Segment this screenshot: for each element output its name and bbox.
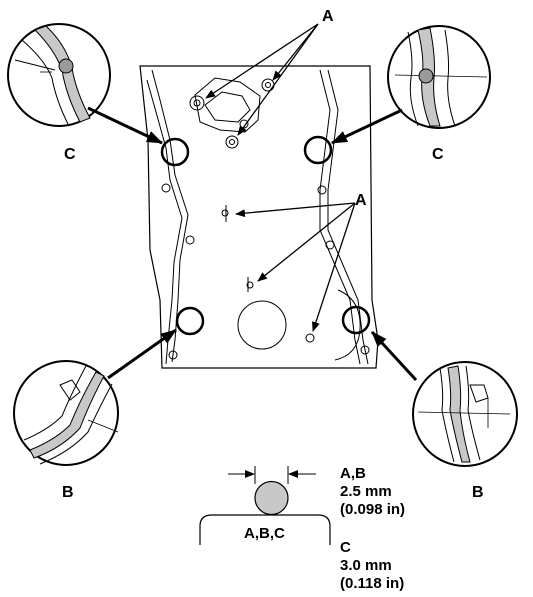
leaders-a-middle	[235, 202, 356, 332]
point-c-right-marker	[303, 135, 333, 165]
sealant-bead	[254, 480, 289, 516]
chain-cover	[139, 65, 379, 369]
detail-view-b-right	[412, 361, 518, 467]
arrow-b-left	[107, 328, 177, 380]
point-b-left-marker	[175, 306, 205, 336]
spec-ab-heading: A,B	[340, 465, 366, 482]
arrow-c-right	[331, 108, 403, 145]
callout-c-right: C	[432, 146, 444, 163]
sealant-point-markers	[160, 135, 371, 336]
spec-ab-in: (0.098 in)	[340, 501, 405, 518]
detail-view-c-left	[7, 23, 111, 127]
bead-spec-text: A,B 2.5 mm (0.098 in) C 3.0 mm (0.118 in…	[340, 465, 405, 592]
arrow-c-left	[87, 106, 163, 145]
arrow-b-right	[370, 330, 418, 382]
bead-profile-label: A,B,C	[244, 525, 285, 542]
callout-b-left: B	[62, 484, 74, 501]
spec-c-mm: 3.0 mm	[340, 557, 392, 574]
spec-c-in: (0.118 in)	[340, 575, 404, 592]
leaders-a-top	[205, 23, 319, 136]
bead-profile	[199, 466, 331, 545]
detail-view-c-right	[387, 25, 491, 129]
callout-b-right: B	[472, 484, 484, 501]
callout-a-top: A	[322, 8, 334, 25]
point-c-left-marker	[160, 137, 190, 167]
point-b-right-marker	[341, 305, 371, 335]
spec-c-heading: C	[340, 539, 351, 556]
detail-view-b-left	[13, 360, 119, 466]
callout-a-middle: A	[355, 192, 367, 209]
callout-c-left: C	[64, 146, 76, 163]
spec-ab-mm: 2.5 mm	[340, 483, 392, 500]
